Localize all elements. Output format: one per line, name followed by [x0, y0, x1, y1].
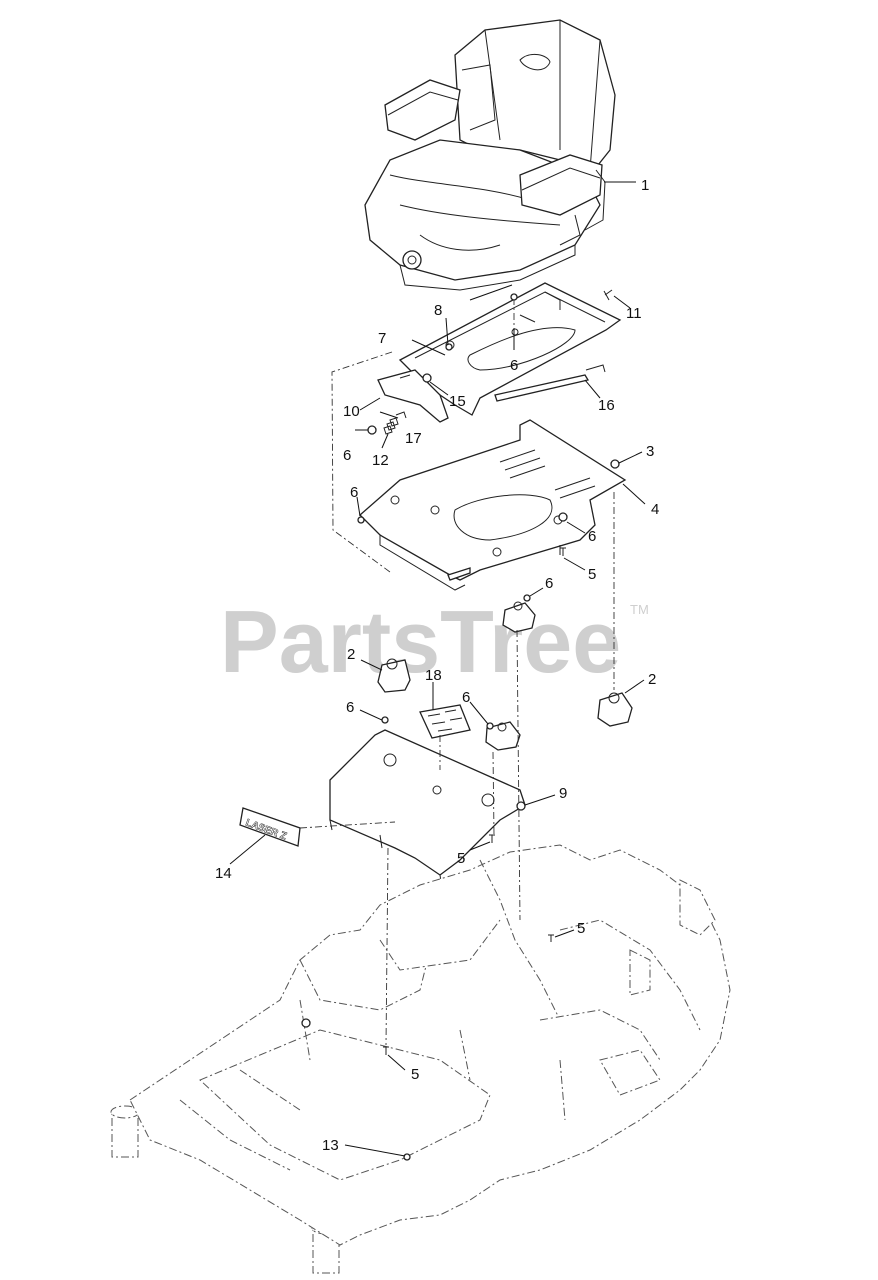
seat-part[interactable]: [364, 19, 616, 291]
spring-part[interactable]: [383, 417, 399, 435]
nut-part[interactable]: [516, 801, 526, 811]
instruction-decal-part[interactable]: [419, 704, 471, 739]
nut-part[interactable]: [367, 425, 377, 435]
callout-label: 6: [350, 484, 358, 501]
callout-label: 8: [434, 302, 442, 319]
pin-part[interactable]: [395, 411, 407, 419]
isolator-mount-part[interactable]: [502, 601, 536, 633]
bolt-part[interactable]: [560, 547, 566, 556]
callout-label: 13: [322, 1137, 339, 1154]
seat-base-plate-part[interactable]: [359, 419, 627, 591]
nut-part[interactable]: [486, 722, 494, 730]
emblem-part[interactable]: LASER Z: [239, 807, 301, 847]
nut-part[interactable]: [301, 1018, 311, 1028]
callout-label: 6: [510, 357, 518, 374]
callout-label: 17: [405, 430, 422, 447]
alignment-line: [385, 847, 389, 1046]
isolator-mount-part[interactable]: [377, 658, 411, 693]
watermark-text: PartsTree: [220, 592, 621, 691]
washer-part[interactable]: [445, 343, 453, 351]
slide-rod-part[interactable]: [494, 374, 590, 402]
leader-lines: [229, 181, 646, 1157]
alignment-line: [492, 751, 495, 836]
callout-label: 6: [462, 689, 470, 706]
isolator-mount-part[interactable]: [485, 721, 521, 751]
bolt-part[interactable]: [548, 934, 554, 942]
callout-label: 15: [449, 393, 466, 410]
nut-part[interactable]: [610, 459, 620, 469]
nut-part[interactable]: [523, 594, 531, 602]
callout-label: 5: [588, 566, 596, 583]
nut-part[interactable]: [422, 373, 432, 383]
nut-part[interactable]: [357, 516, 365, 524]
nut-part[interactable]: [510, 293, 518, 301]
callout-label: 14: [215, 865, 232, 882]
mower-frame-part[interactable]: [110, 844, 731, 1274]
nut-part[interactable]: [403, 1153, 411, 1161]
callout-label: 2: [347, 646, 355, 663]
alignment-line: [516, 629, 521, 921]
callout-label: 12: [372, 452, 389, 469]
callout-label: 5: [457, 850, 465, 867]
callout-label: 6: [346, 699, 354, 716]
callout-label: 4: [651, 501, 659, 518]
nut-part[interactable]: [558, 512, 568, 522]
callout-label: 9: [559, 785, 567, 802]
latch-plate-part[interactable]: [377, 369, 449, 423]
callout-label: 7: [378, 330, 386, 347]
callout-label: 3: [646, 443, 654, 460]
callout-label: 10: [343, 403, 360, 420]
bolt-part[interactable]: [489, 834, 495, 843]
bolt-part[interactable]: [603, 289, 613, 301]
nut-part[interactable]: [381, 716, 389, 724]
callout-label: 6: [545, 575, 553, 592]
base-plate-front-rail: [447, 567, 471, 581]
callout-label: 16: [598, 397, 615, 414]
callout-label: 2: [648, 671, 656, 688]
callout-label: 5: [411, 1066, 419, 1083]
bolt-part[interactable]: [383, 1046, 389, 1055]
callout-label: 6: [343, 447, 351, 464]
callout-label: 18: [425, 667, 442, 684]
callout-label: 1: [641, 177, 649, 194]
callout-label: 11: [626, 305, 642, 322]
callout-label: 5: [577, 920, 585, 937]
callout-label: 6: [588, 528, 596, 545]
watermark-trademark: TM: [630, 602, 649, 617]
isolator-mount-part[interactable]: [597, 692, 633, 727]
